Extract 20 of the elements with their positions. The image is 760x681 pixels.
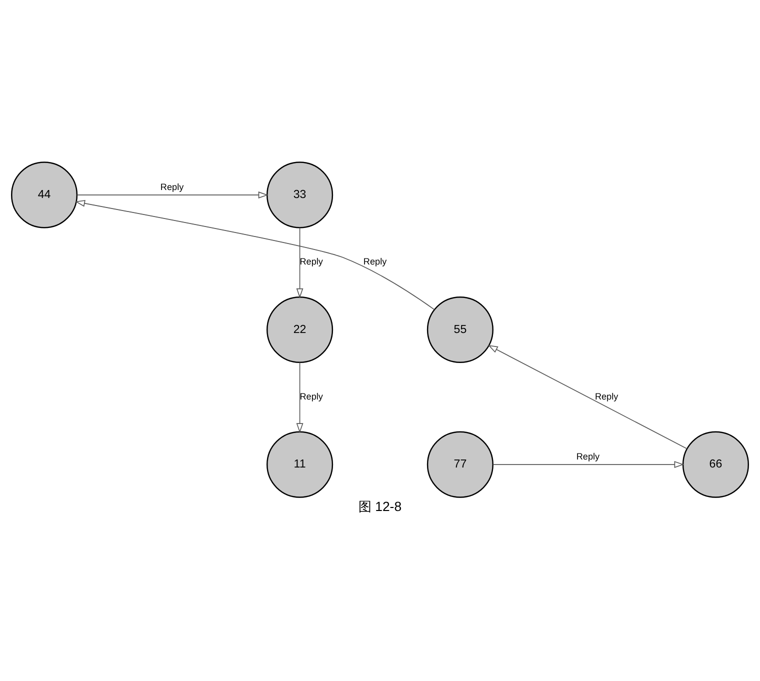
edge-label: Reply — [300, 256, 323, 267]
arrow — [76, 192, 268, 198]
arrow — [75, 200, 435, 310]
node-circle: 11 — [266, 431, 334, 498]
edge-label: Reply — [576, 451, 600, 462]
arrow — [296, 362, 304, 434]
edge-label: Reply — [363, 256, 387, 267]
node-circle: 22 — [266, 296, 334, 364]
arrow — [488, 345, 688, 450]
node-circle: 33 — [266, 162, 334, 228]
arrow — [492, 461, 684, 468]
node-circle: 44 — [11, 162, 78, 228]
edge-label: Reply — [300, 391, 323, 402]
node-circle: 55 — [426, 296, 494, 364]
node-circle: 77 — [426, 431, 494, 498]
edge-label: Reply — [160, 182, 184, 192]
edge-label: Reply — [594, 391, 618, 402]
caption: 图 12-8 — [358, 499, 402, 514]
node-circle: 66 — [682, 431, 749, 498]
arrow — [296, 227, 304, 298]
